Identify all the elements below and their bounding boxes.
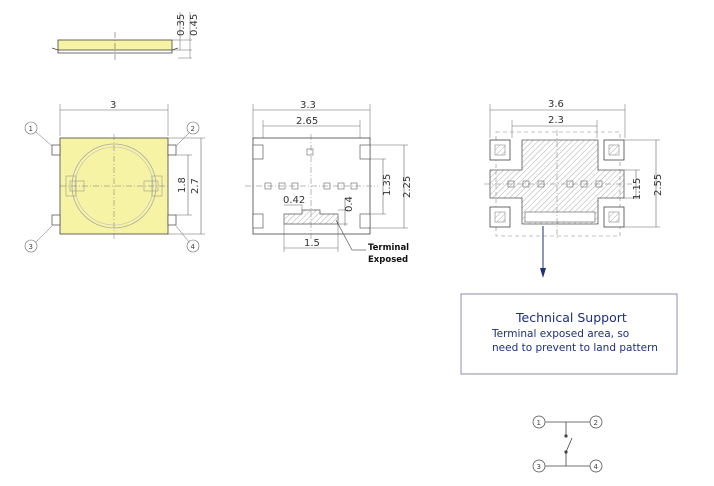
top-pin-circle-2 <box>186 121 200 135</box>
dim-top-body-height: 2.7 <box>190 178 201 194</box>
dim-top-pin-pitch: 1.8 <box>177 177 188 193</box>
side-view: 0.35 0.45 <box>51 12 200 60</box>
note-box <box>460 293 678 375</box>
callout-terminal: Terminal <box>368 243 409 253</box>
top-terminal-3 <box>51 214 61 226</box>
land-pattern-view: 3.6 2.3 <box>484 99 664 278</box>
dim-land-inner-width: 2.3 <box>548 115 564 126</box>
top-pin-circle-1 <box>24 121 38 135</box>
schematic-pin-circle-1 <box>532 415 546 429</box>
note-line-1: Terminal exposed area, so <box>491 328 629 340</box>
schematic-pin-label-4: 4 <box>594 463 599 471</box>
exposed-terminal-area <box>283 209 339 225</box>
schematic-pin-circle-3 <box>532 459 546 473</box>
note-line-2: need to prevent to land pattern <box>492 342 658 354</box>
top-pin-circle-4 <box>186 239 200 253</box>
dim-bottom-pad-offset: 0.42 <box>283 195 305 206</box>
top-pin-label-2: 2 <box>191 125 195 133</box>
schematic-pin-circle-2 <box>589 415 603 429</box>
top-pin-circle-3 <box>24 239 38 253</box>
dim-bottom-height: 2.25 <box>402 176 413 198</box>
top-view: 3 1 2 3 4 1.8 2.7 <box>24 100 205 253</box>
land-keepout <box>524 211 596 223</box>
dim-bottom-pad-height: 0.4 <box>344 196 355 212</box>
bottom-view: 3.3 2.65 1.5 0.42 <box>245 100 413 265</box>
dim-land-width: 3.6 <box>548 99 564 110</box>
dim-land-inner-height: 1.15 <box>632 178 643 200</box>
schematic-pin-label-2: 2 <box>594 419 598 427</box>
dim-land-height: 2.55 <box>653 174 664 196</box>
schematic-pin-label-3: 3 <box>537 463 541 471</box>
top-terminal-1 <box>51 144 61 156</box>
switch-schematic: 1 2 3 4 <box>532 415 603 473</box>
side-terminals <box>51 47 179 54</box>
top-terminal-2 <box>167 144 177 156</box>
top-pin-label-3: 3 <box>29 243 33 251</box>
callout-exposed: Exposed <box>368 255 408 265</box>
dim-bottom-inner-width: 2.65 <box>296 116 318 127</box>
dim-bottom-width: 3.3 <box>300 100 316 111</box>
dim-top-width: 3 <box>110 100 116 111</box>
technical-support-note: Technical Support Terminal exposed area,… <box>460 293 678 375</box>
top-terminal-4 <box>167 214 177 226</box>
note-arrow-head <box>540 268 546 278</box>
note-title: Technical Support <box>515 310 627 325</box>
switch-contact <box>565 437 573 453</box>
dim-bottom-pad-width: 1.5 <box>304 238 320 249</box>
dim-bottom-inner-height: 1.35 <box>382 174 393 196</box>
schematic-pin-label-1: 1 <box>537 419 541 427</box>
dim-side-height-total: 0.45 <box>189 14 200 36</box>
top-pin-label-4: 4 <box>191 243 196 251</box>
top-pin-label-1: 1 <box>29 125 33 133</box>
dim-side-height-body: 0.35 <box>176 14 187 36</box>
schematic-pin-circle-4 <box>589 459 603 473</box>
